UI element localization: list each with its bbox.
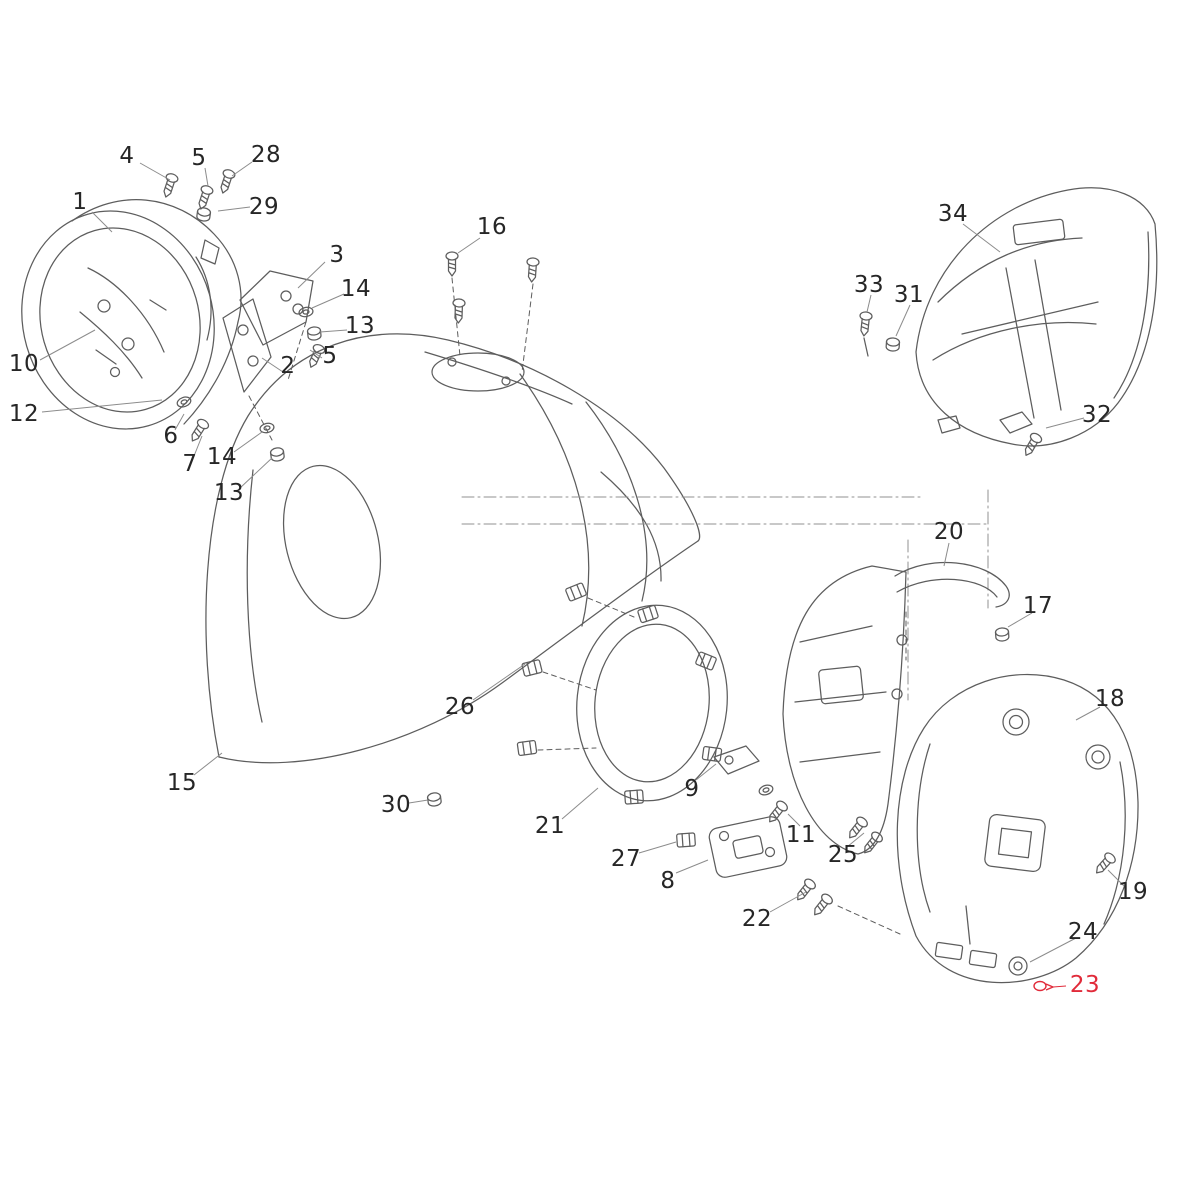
part-label-5b: 5	[322, 343, 338, 369]
part-label-9: 9	[684, 776, 700, 802]
part-label-13b: 13	[213, 480, 245, 506]
part-label-25: 25	[827, 842, 859, 868]
part-label-5a: 5	[191, 145, 207, 171]
part-label-24: 24	[1067, 919, 1099, 945]
part-label-31: 31	[893, 282, 925, 308]
rear-mudguard	[857, 187, 1158, 459]
part-label-7: 7	[182, 451, 198, 477]
leader-lines	[39, 161, 1125, 988]
part-label-16: 16	[476, 214, 508, 240]
part-label-4: 4	[119, 143, 135, 169]
front-fender	[205, 333, 701, 764]
lower-brackets	[708, 745, 788, 878]
part-label-23: 23	[1069, 972, 1101, 998]
part-label-34: 34	[937, 201, 969, 227]
part-label-21: 21	[534, 813, 566, 839]
part-label-12: 12	[8, 401, 40, 427]
part-label-1: 1	[72, 189, 88, 215]
part-label-29: 29	[248, 194, 280, 220]
small-fasteners	[426, 782, 901, 935]
part-label-28: 28	[250, 142, 282, 168]
part-label-30: 30	[380, 792, 412, 818]
part-label-2: 2	[280, 353, 296, 379]
headlamp-housing	[21, 199, 242, 430]
part-label-14b: 14	[206, 444, 238, 470]
part-label-14a: 14	[340, 276, 372, 302]
part-label-13a: 13	[344, 313, 376, 339]
part-label-17: 17	[1022, 593, 1054, 619]
part-label-15: 15	[166, 770, 198, 796]
headlamp-ring	[516, 581, 728, 848]
part-label-3: 3	[329, 242, 345, 268]
part-label-6: 6	[163, 423, 179, 449]
mount-brackets	[175, 270, 327, 463]
part-label-27: 27	[610, 846, 642, 872]
part-label-26: 26	[444, 694, 476, 720]
part-label-18: 18	[1094, 686, 1126, 712]
part-label-10: 10	[8, 351, 40, 377]
part-label-22: 22	[741, 906, 773, 932]
part-label-20: 20	[933, 519, 965, 545]
part-label-8: 8	[660, 868, 676, 894]
part-label-19: 19	[1117, 879, 1149, 905]
rear-inner-fender	[896, 673, 1139, 984]
part-label-11: 11	[785, 822, 817, 848]
fender-support	[782, 561, 1010, 855]
part-label-32: 32	[1081, 402, 1113, 428]
part-label-33: 33	[853, 272, 885, 298]
